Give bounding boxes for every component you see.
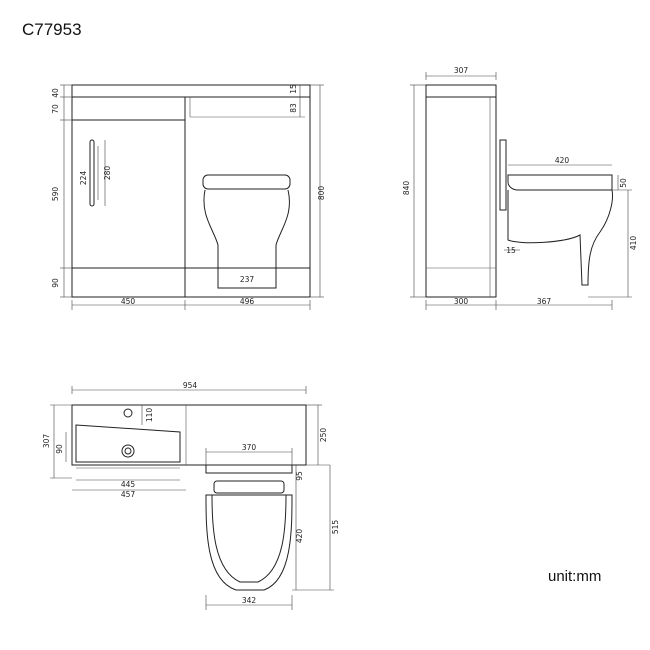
product-code: C77953 <box>22 20 82 39</box>
side-seat <box>507 174 613 191</box>
dim-seat-height: 50 <box>619 178 628 188</box>
side-view: 307 840 420 50 410 15 300 367 <box>402 66 638 310</box>
dim-pan-height: 410 <box>629 236 638 251</box>
dim-inner-basin: 445 <box>121 480 136 489</box>
dim-side-depth: 307 <box>454 66 469 75</box>
dim-side-total-height: 840 <box>402 181 411 196</box>
unit-label: unit:mm <box>548 568 602 585</box>
dim-toilet-width: 496 <box>240 297 255 306</box>
dim-top-panel: 40 <box>51 88 60 98</box>
dim-seat-width: 370 <box>242 443 257 452</box>
plan-outline <box>71 404 307 466</box>
front-body <box>71 96 311 298</box>
dim-cistern-depth: 250 <box>319 428 328 443</box>
dim-pan-width: 342 <box>242 596 257 605</box>
dim-pan-projection: 367 <box>537 297 552 306</box>
dim-handle-holes: 280 <box>103 166 112 181</box>
side-pan <box>507 189 613 286</box>
dim-handle-length: 224 <box>79 171 88 186</box>
toilet-pan-front <box>203 189 290 289</box>
dim-upper-panel: 70 <box>51 104 60 114</box>
plan-hinge <box>213 480 285 494</box>
dim-seat-depth: 420 <box>295 529 304 544</box>
tap-hole <box>123 408 133 418</box>
dim-plinth: 90 <box>51 278 60 288</box>
dim-basin-width: 450 <box>121 297 136 306</box>
dim-cistern-height: 83 <box>289 103 298 113</box>
dim-overall-width: 954 <box>183 381 198 390</box>
front-view: 40 70 590 90 224 280 15 83 800 450 496 2… <box>51 84 326 310</box>
side-worktop <box>425 84 497 98</box>
front-worktop <box>71 84 311 98</box>
dim-cabinet-height: 590 <box>51 187 60 202</box>
dim-bowl-depth: 90 <box>55 444 64 454</box>
side-cabinet <box>425 96 497 298</box>
toilet-seat-front <box>202 174 291 190</box>
dim-side-offset: 15 <box>506 246 516 255</box>
waste-outer <box>121 444 135 458</box>
cabinet-handle <box>89 139 95 207</box>
plan-view: 954 110 307 90 445 457 370 250 95 420 51… <box>42 381 340 610</box>
dim-tap-offset: 110 <box>145 408 154 423</box>
dim-seat-length: 420 <box>555 156 570 165</box>
dim-pan-depth: 237 <box>240 275 255 284</box>
plan-pan-inner <box>211 494 287 583</box>
plan-seat-back <box>205 464 293 474</box>
dim-seat-gap: 95 <box>295 471 304 481</box>
dim-cistern-gap: 15 <box>289 84 298 94</box>
waste-inner <box>124 447 132 455</box>
dim-outer-basin: 457 <box>121 490 136 499</box>
dim-cabinet-depth: 300 <box>454 297 469 306</box>
dim-plan-depth: 307 <box>42 434 51 449</box>
plan-pan-outer <box>205 494 293 591</box>
plan-basin <box>75 424 181 463</box>
side-flush-pipe <box>499 139 507 211</box>
dim-total-height: 800 <box>317 186 326 201</box>
dim-total-depth: 515 <box>331 520 340 535</box>
